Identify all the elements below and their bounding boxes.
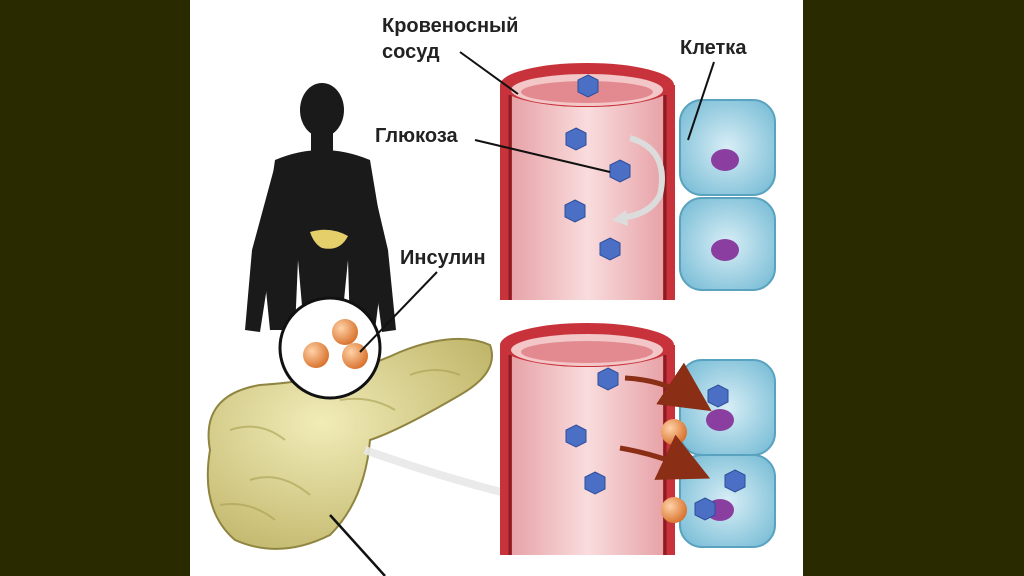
glucose-molecules-top [564, 74, 631, 261]
glucose-molecules-bottom [565, 367, 746, 521]
glucose-molecule [694, 497, 716, 521]
insulin-molecule [303, 342, 329, 368]
vessel-label-line2: сосуд [382, 41, 440, 63]
diagram-canvas: Кровеносный сосуд Клетка Глюкоза Инсулин [190, 0, 803, 576]
insulin-molecule [661, 497, 687, 523]
cell-nucleus [711, 149, 739, 171]
insulin-label: Инсулин [400, 247, 486, 269]
pancreas-pointer-line [329, 514, 386, 576]
insulin-molecule [332, 319, 358, 345]
small-pancreas-icon [310, 229, 348, 249]
insulin-pointer-line [359, 271, 438, 353]
glucose-molecule [565, 127, 587, 151]
glucose-molecule [724, 469, 746, 493]
cells-bottom [679, 359, 776, 548]
cell [679, 99, 776, 196]
glucose-molecule [597, 367, 619, 391]
blood-vessel-top [500, 63, 675, 300]
cell-nucleus [711, 239, 739, 261]
insulin-glucose-diagram [206, 51, 776, 576]
cell-nucleus [706, 409, 734, 431]
human-silhouette [245, 83, 396, 340]
vessel-pointer-line [459, 51, 519, 95]
left-frame-bar [0, 0, 190, 576]
right-frame-bar [803, 0, 1024, 576]
glucose-label: Глюкоза [375, 125, 458, 147]
glucose-molecule [609, 159, 631, 183]
glucose-molecule [707, 384, 729, 408]
glucose-molecule [564, 199, 586, 223]
glucose-molecule [599, 237, 621, 261]
glucose-entry-arrow [619, 434, 711, 480]
vessel-label-line1: Кровеносный [382, 15, 519, 37]
cell-pointer-line [687, 61, 715, 141]
glucose-pointer-line [474, 139, 611, 173]
insulin-molecule [661, 419, 687, 445]
cell-label: Клетка [680, 37, 747, 59]
glucose-molecule [577, 74, 599, 98]
cells-top [679, 99, 776, 291]
cell [679, 359, 776, 456]
insulin-magnifier [278, 271, 438, 400]
glucose-molecule [565, 424, 587, 448]
glucose-entry-arrow [624, 362, 712, 412]
glucose-molecule [584, 471, 606, 495]
blocked-entry-arrow [619, 135, 665, 221]
blood-vessel-bottom [500, 323, 675, 555]
blocked-entry-arrow-head [612, 210, 628, 226]
